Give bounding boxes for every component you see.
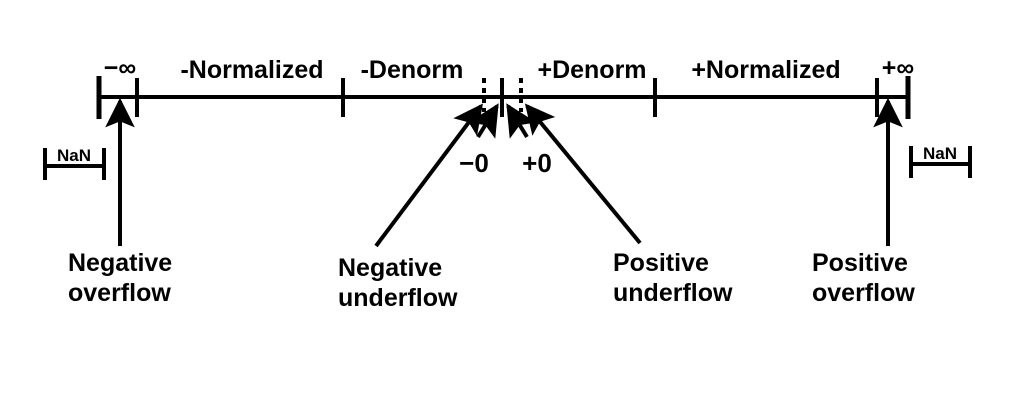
zero-labels: −0 +0 — [459, 148, 552, 178]
negative-overflow-line2: overflow — [68, 279, 171, 307]
positive-overflow-line2: overflow — [812, 279, 915, 307]
negative-underflow-line1: Negative — [338, 254, 442, 282]
callout-negative-underflow: Negative underflow — [338, 254, 458, 312]
nan-range-right: NaN — [909, 144, 972, 178]
label-negative-infinity: −∞ — [104, 54, 136, 82]
label-negative-zero: −0 — [459, 148, 489, 178]
positive-zero-pointer-arrow — [506, 103, 537, 139]
axis-group — [96, 76, 911, 119]
negative-overflow-line1: Negative — [68, 249, 172, 277]
nan-left-label: NaN — [57, 146, 91, 165]
positive-underflow-line1: Positive — [613, 249, 709, 277]
negative-underflow-line2: underflow — [338, 284, 458, 312]
segment-label-pos-denorm: +Denorm — [537, 56, 646, 84]
negative-underflow-arrow — [374, 103, 483, 248]
segment-label-neg-denorm: -Denorm — [361, 56, 464, 84]
infinity-labels: −∞ +∞ — [104, 54, 914, 82]
segment-label-neg-normalized: -Normalized — [180, 56, 323, 84]
callout-arrows — [105, 97, 903, 248]
label-positive-infinity: +∞ — [882, 54, 914, 82]
callout-positive-overflow: Positive overflow — [812, 249, 915, 307]
negative-zero-pointer-arrow — [468, 103, 499, 139]
segment-label-pos-normalized: +Normalized — [691, 56, 840, 84]
positive-underflow-line2: underflow — [613, 279, 733, 307]
callout-negative-overflow: Negative overflow — [68, 249, 172, 307]
segment-labels: -Normalized -Denorm +Denorm +Normalized — [180, 56, 840, 84]
nan-range-left: NaN — [43, 146, 106, 180]
nan-right-label: NaN — [923, 144, 957, 163]
callout-positive-underflow: Positive underflow — [613, 249, 733, 307]
positive-overflow-line1: Positive — [812, 249, 908, 277]
positive-underflow-arrow — [524, 103, 642, 245]
label-positive-zero: +0 — [522, 148, 552, 178]
